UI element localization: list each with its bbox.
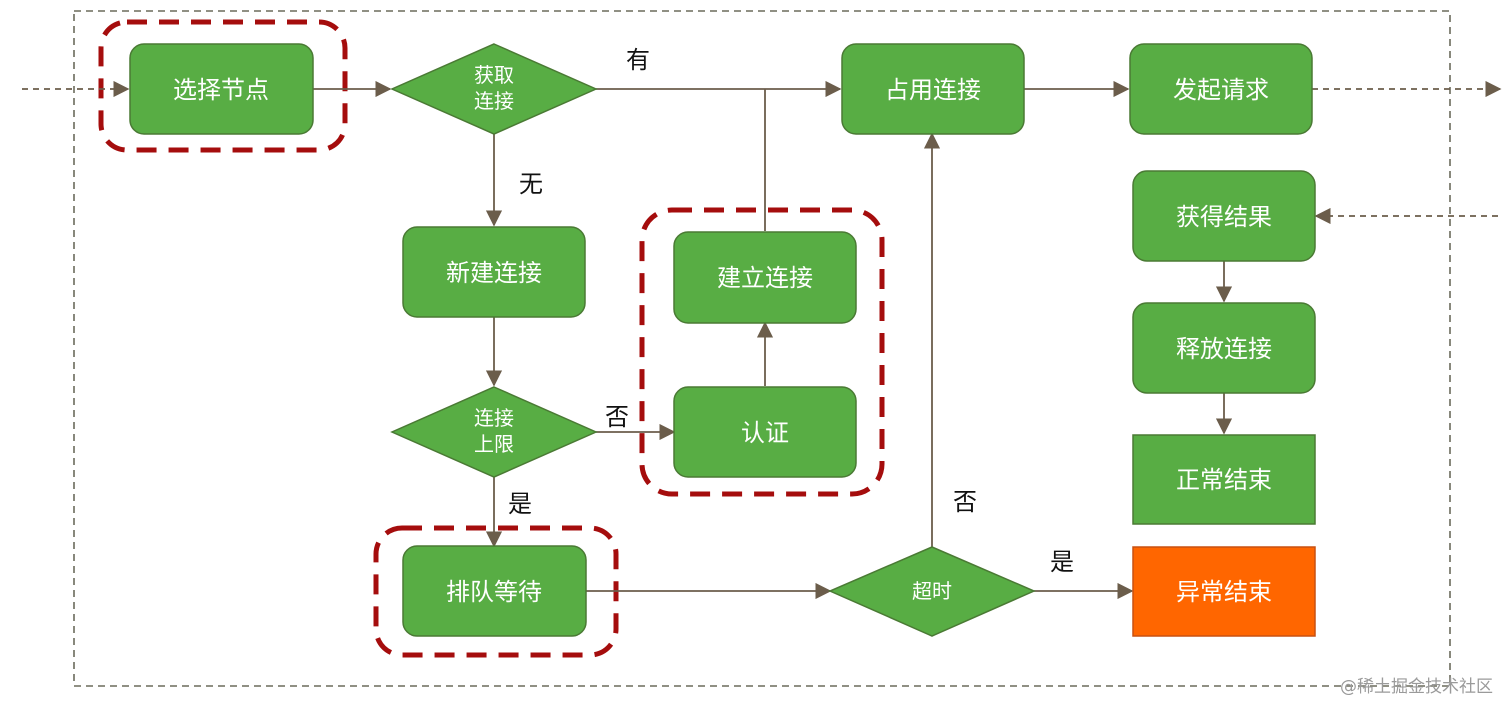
- label-establish-conn: 建立连接: [717, 264, 813, 292]
- watermark: @稀土掘金技术社区: [1340, 677, 1493, 697]
- highlight-select-node: [98, 19, 348, 153]
- node-abnormal-end: [1132, 546, 1316, 637]
- label-get-conn-line2: 连接: [474, 89, 514, 113]
- label-get-result: 获得结果: [1176, 203, 1272, 231]
- edge-label-no-limit: 否: [605, 403, 629, 431]
- label-release-conn: 释放连接: [1176, 335, 1272, 363]
- label-abnormal-end: 异常结束: [1176, 578, 1272, 606]
- edge-label-yes-timeout: 是: [1050, 548, 1074, 576]
- label-auth: 认证: [741, 419, 789, 447]
- decision-timeout: [828, 546, 1036, 637]
- label-timeout: 超时: [912, 579, 952, 603]
- label-occupy-conn: 占用连接: [885, 76, 981, 104]
- label-send-request: 发起请求: [1173, 76, 1269, 104]
- label-conn-limit-line1: 连接: [474, 406, 514, 430]
- label-queue-wait: 排队等待: [446, 578, 542, 606]
- node-new-conn: [402, 226, 586, 318]
- node-release-conn: [1132, 302, 1316, 394]
- node-send-request: [1129, 43, 1313, 135]
- edge-label-has: 有: [626, 46, 650, 74]
- node-establish-conn: [673, 231, 857, 324]
- decision-conn-limit: [390, 386, 598, 478]
- edge-label-none: 无: [519, 170, 543, 198]
- node-queue-wait: [402, 545, 587, 637]
- edge-label-yes-limit: 是: [508, 490, 532, 518]
- label-select-node: 选择节点: [173, 76, 269, 104]
- process-boundary: [73, 10, 1451, 687]
- highlight-auth-group: [639, 207, 885, 497]
- label-new-conn: 新建连接: [446, 259, 542, 287]
- node-get-result: [1132, 170, 1316, 262]
- edge-label-no-timeout: 否: [953, 488, 977, 516]
- node-occupy-conn: [841, 43, 1025, 135]
- label-get-conn-line1: 获取: [474, 63, 514, 87]
- decision-get-conn: [390, 43, 598, 135]
- node-select-node: [129, 43, 314, 135]
- label-normal-end: 正常结束: [1176, 466, 1272, 494]
- node-auth: [673, 386, 857, 478]
- node-normal-end: [1132, 434, 1316, 525]
- label-conn-limit-line2: 上限: [474, 432, 514, 456]
